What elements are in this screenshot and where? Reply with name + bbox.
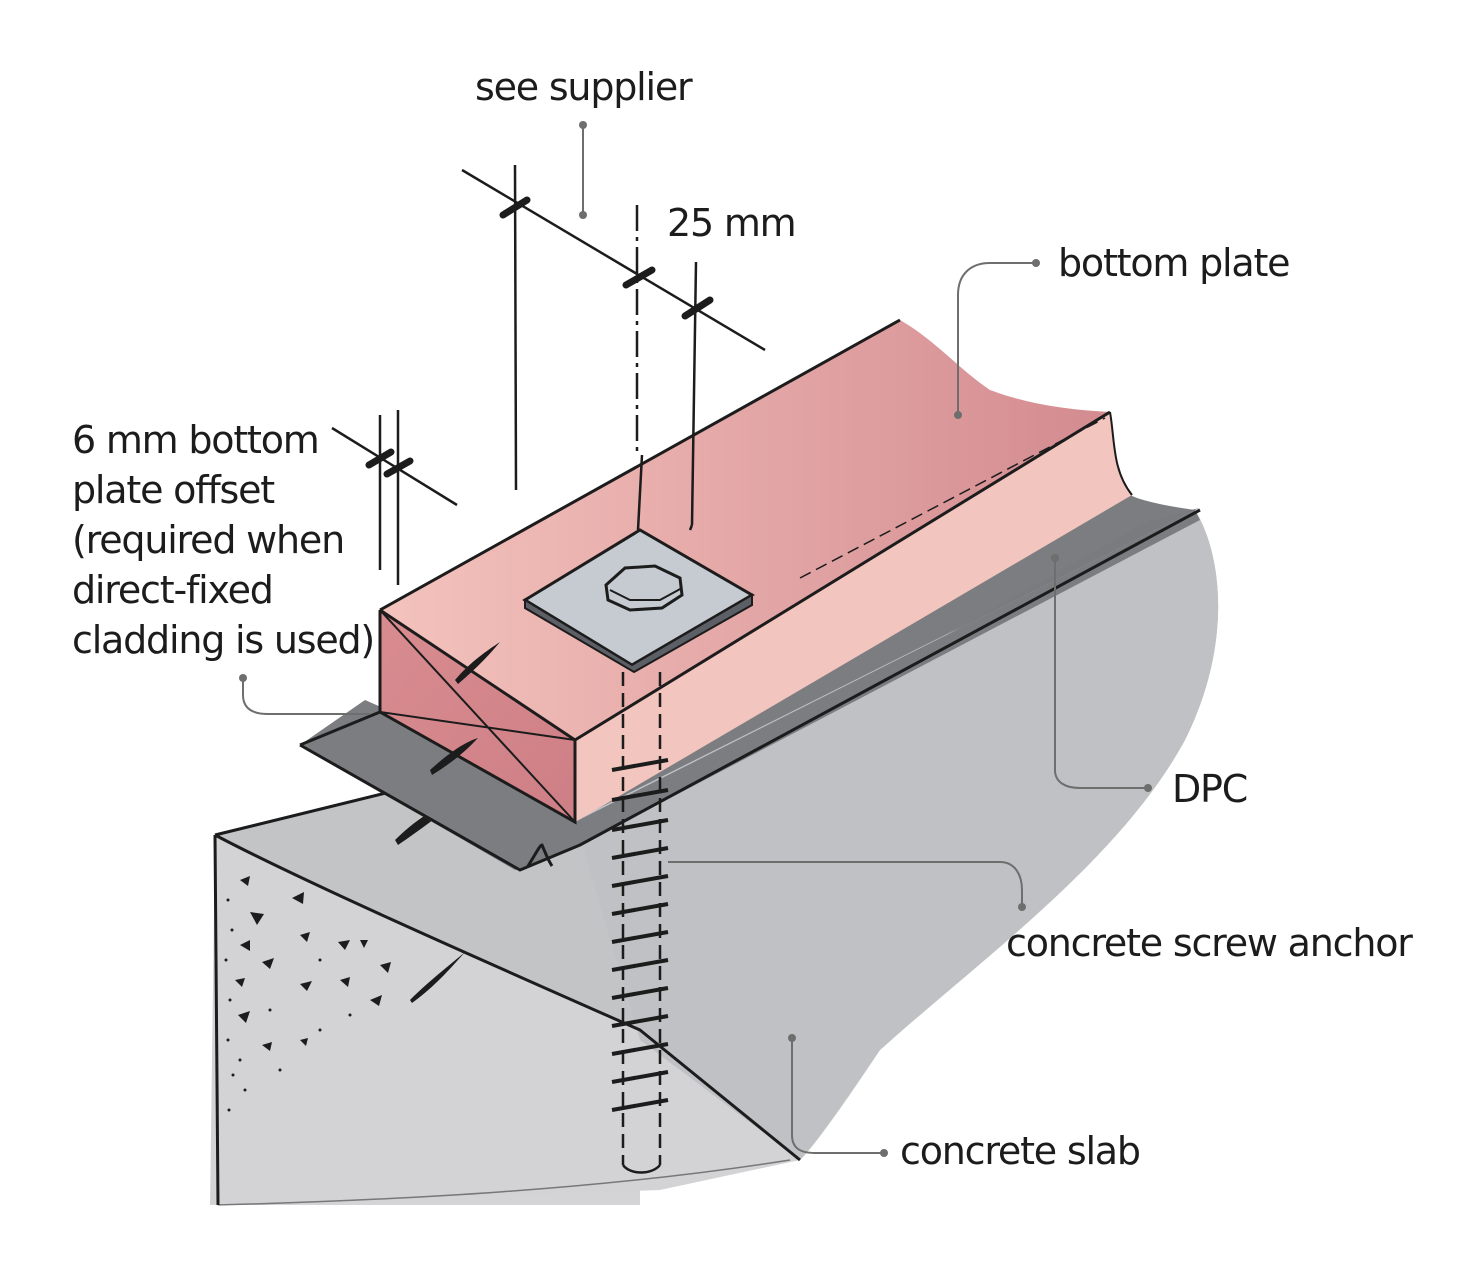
plate-width-dimension xyxy=(461,168,766,352)
leader-offset xyxy=(242,678,370,715)
label-bottom-plate: bottom plate xyxy=(1058,241,1291,285)
leader-bottom-plate xyxy=(957,262,1036,415)
screw-anchor xyxy=(611,672,669,1174)
label-see-supplier: see supplier xyxy=(475,65,693,109)
leader-dots xyxy=(239,121,1152,1157)
leader-screw-anchor xyxy=(668,861,1023,907)
concrete-slab xyxy=(210,510,1219,1206)
offset-line-2: plate offset xyxy=(72,468,275,512)
label-bottom-plate-offset: 6 mm bottom plate offset (required when … xyxy=(72,415,375,665)
bottom-plate-top xyxy=(380,320,1110,740)
offset-line-5: cladding is used) xyxy=(72,618,375,662)
dimension-lines xyxy=(331,164,766,585)
washer-and-bolt xyxy=(522,528,755,674)
leader-dpc xyxy=(1054,558,1148,789)
leader-concrete-slab xyxy=(791,1038,884,1154)
leader-lines xyxy=(242,125,1148,1154)
bottom-plate xyxy=(378,318,1133,825)
offset-line-1: 6 mm bottom xyxy=(72,418,320,462)
label-dpc: DPC xyxy=(1172,767,1248,811)
dpc-membrane xyxy=(299,495,1201,872)
label-concrete-slab: concrete slab xyxy=(900,1129,1141,1173)
slab-side-face xyxy=(210,835,800,1205)
offset-line-4: direct-fixed xyxy=(72,568,274,612)
label-concrete-screw-anchor: concrete screw anchor xyxy=(1006,921,1413,965)
slab-front-face xyxy=(575,510,1219,1160)
offset-line-3: (required when xyxy=(72,518,345,562)
label-25mm: 25 mm xyxy=(667,201,797,245)
aggregate-texture xyxy=(224,876,391,1112)
bottom-plate-side xyxy=(575,412,1132,822)
